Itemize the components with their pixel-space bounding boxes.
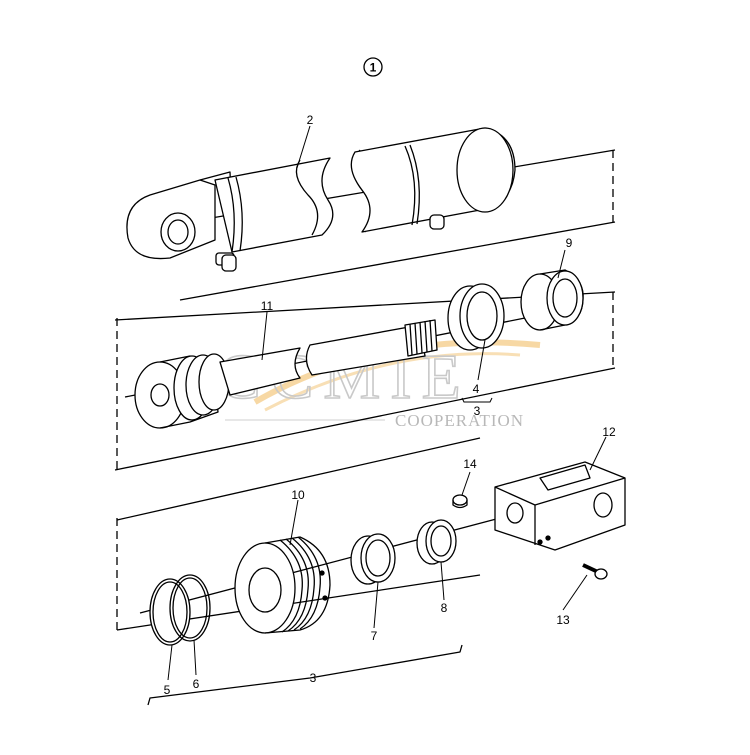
callout-3-upper: 3 bbox=[474, 404, 481, 418]
callout-13: 13 bbox=[556, 613, 570, 627]
watermark-subtitle: COOPERATION bbox=[395, 411, 524, 430]
bolt-13 bbox=[582, 563, 608, 580]
callouts: 2 9 11 4 3 12 14 10 13 7 8 5 6 3 bbox=[164, 113, 616, 697]
cylinder-barrel-group bbox=[126, 127, 616, 301]
figure-number: 1 bbox=[370, 61, 377, 75]
callout-8: 8 bbox=[441, 601, 448, 615]
callout-12: 12 bbox=[602, 425, 616, 439]
assembly-bracket-3 bbox=[147, 644, 463, 706]
callout-10: 10 bbox=[291, 488, 305, 502]
callout-14: 14 bbox=[463, 457, 477, 471]
callout-2: 2 bbox=[307, 113, 314, 127]
callout-9: 9 bbox=[566, 236, 573, 250]
bracket-under-4 bbox=[461, 397, 493, 403]
rod-end-disc bbox=[134, 353, 230, 429]
callout-4: 4 bbox=[473, 382, 480, 396]
frame-line-piston-top bbox=[116, 437, 481, 521]
callout-11: 11 bbox=[261, 299, 274, 313]
bushing-9 bbox=[520, 269, 584, 331]
ring-8 bbox=[416, 519, 457, 565]
callout-5: 5 bbox=[164, 683, 171, 697]
frame-line-bottom bbox=[179, 221, 616, 301]
figure-number-badge: 1 bbox=[363, 57, 383, 77]
rod-threads bbox=[404, 319, 438, 357]
callout-6: 6 bbox=[193, 677, 200, 691]
barrel-left-segment bbox=[214, 157, 334, 272]
barrel-clevis bbox=[126, 171, 233, 260]
barrel-right-segment bbox=[350, 127, 516, 233]
leader-lines bbox=[167, 125, 607, 681]
piston-rod-group bbox=[114, 269, 616, 472]
callout-7: 7 bbox=[371, 629, 378, 643]
ring-7 bbox=[350, 533, 396, 585]
frame-line-rod-bottom bbox=[114, 367, 616, 471]
rod-body-left bbox=[219, 347, 301, 396]
o-rings-5-6 bbox=[149, 574, 211, 646]
plug-14 bbox=[452, 494, 468, 509]
callout-3-lower: 3 bbox=[310, 671, 317, 685]
seal-ring-4 bbox=[447, 283, 505, 351]
clevis-block-12 bbox=[494, 461, 626, 551]
piston-10 bbox=[234, 536, 331, 634]
piston-group bbox=[116, 437, 626, 706]
rod-body-right bbox=[305, 324, 426, 376]
